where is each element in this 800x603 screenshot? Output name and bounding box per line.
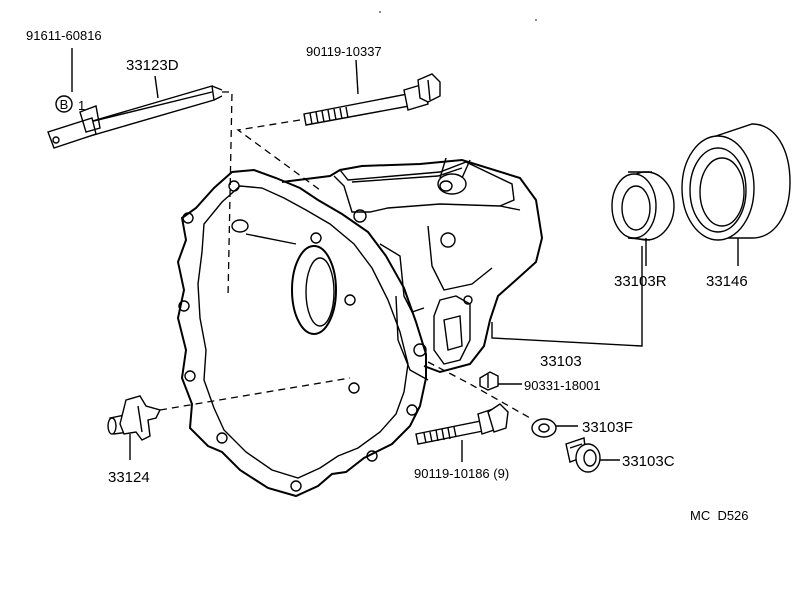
part-transmission-case — [176, 157, 544, 498]
dashed-line-upper-bolt — [236, 119, 321, 191]
label-33124: 33124 — [108, 469, 150, 486]
label-33103c: 33103C — [622, 453, 675, 470]
dashed-line-rod — [222, 91, 233, 299]
speck — [379, 11, 381, 13]
label-33103: 33103 — [540, 353, 582, 370]
part-drain-plug — [565, 437, 601, 473]
b-symbol-number: 1 — [78, 98, 85, 113]
dashed-line-plug — [427, 361, 531, 419]
label-90119-10186: 90119-10186 (9) — [414, 466, 509, 481]
label-33103r: 33103R — [614, 273, 667, 290]
part-extension-cover — [681, 123, 791, 241]
label-90119-10337: 90119-10337 — [306, 44, 382, 59]
part-oil-seal — [611, 171, 675, 241]
diagram-code: MC D526 — [690, 508, 749, 523]
label-33123d: 33123D — [126, 57, 179, 74]
part-plug-small — [479, 371, 499, 391]
part-shift-rod — [47, 85, 223, 149]
label-91611-60816: 91611-60816 — [26, 28, 102, 43]
part-bolt-lower — [415, 403, 509, 445]
leader-33103 — [491, 246, 643, 347]
dashed-line-pin — [159, 377, 351, 411]
part-bolt-upper — [303, 73, 441, 126]
b-symbol: B 1 — [55, 95, 85, 113]
label-33146: 33146 — [706, 273, 748, 290]
label-90331-18001: 90331-18001 — [524, 378, 601, 393]
leader-90119-10337 — [355, 59, 359, 95]
speck — [535, 19, 537, 21]
part-shaft-pin — [107, 395, 162, 441]
b-symbol-letter: B — [60, 97, 69, 112]
leader-33123d — [154, 75, 159, 99]
label-33103f: 33103F — [582, 419, 633, 436]
part-gasket — [531, 418, 557, 438]
